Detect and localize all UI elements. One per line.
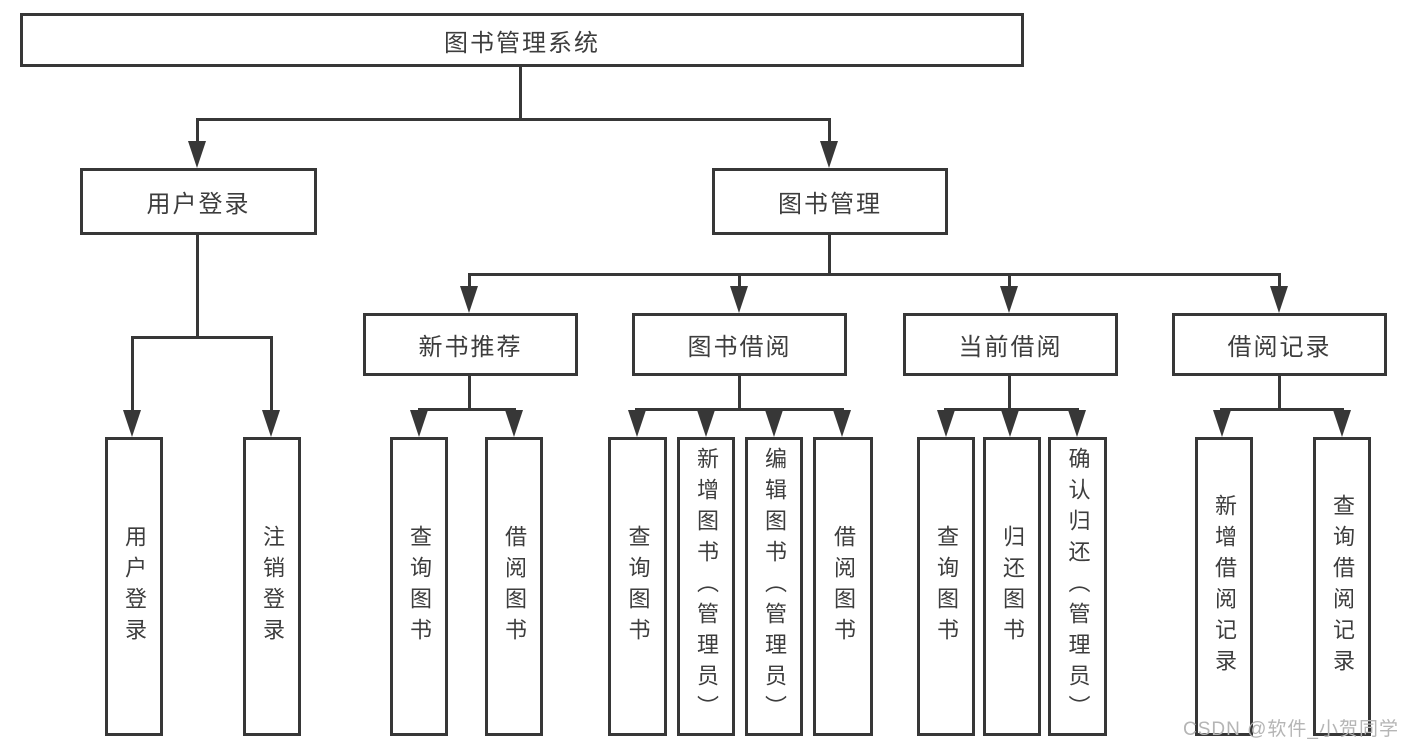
connector-line bbox=[1008, 376, 1011, 410]
leaf-user-login-label: 用户登录 bbox=[122, 524, 147, 649]
leaf-cb-query-book: 查询图书 bbox=[917, 437, 975, 736]
arrow-down-icon bbox=[1213, 410, 1231, 437]
arrow-down-icon bbox=[262, 410, 280, 437]
arrow-down-icon bbox=[628, 410, 646, 437]
arrow-down-icon bbox=[833, 410, 851, 437]
leaf-cb-return-book: 归还图书 bbox=[983, 437, 1041, 736]
connector-line bbox=[1008, 273, 1011, 289]
node-current-borrowing: 当前借阅 bbox=[903, 313, 1118, 376]
connector-line bbox=[828, 235, 831, 275]
leaf-nbr-query-book-label: 查询图书 bbox=[407, 524, 432, 649]
leaf-user-login: 用户登录 bbox=[105, 437, 163, 736]
node-root-label: 图书管理系统 bbox=[444, 29, 600, 57]
connector-line bbox=[131, 336, 134, 412]
arrow-down-icon bbox=[697, 410, 715, 437]
leaf-bb-add-book-admin-label: 新增图书（管理员） bbox=[694, 447, 719, 726]
leaf-bb-edit-book-admin-label: 编辑图书（管理员） bbox=[762, 447, 787, 726]
arrow-down-icon bbox=[1000, 286, 1018, 313]
node-book-borrowing-label: 图书借阅 bbox=[687, 334, 792, 361]
leaf-cb-query-book-label: 查询图书 bbox=[934, 524, 959, 649]
leaf-bb-add-book-admin: 新增图书（管理员） bbox=[677, 437, 735, 736]
connector-line bbox=[196, 118, 199, 144]
arrow-down-icon bbox=[1001, 410, 1019, 437]
connector-line bbox=[635, 408, 844, 411]
leaf-bb-borrow-book: 借阅图书 bbox=[813, 437, 873, 736]
arrow-down-icon bbox=[937, 410, 955, 437]
node-book-borrowing: 图书借阅 bbox=[632, 313, 847, 376]
connector-line bbox=[196, 118, 831, 121]
arrow-down-icon bbox=[820, 141, 838, 168]
leaf-cb-return-book-label: 归还图书 bbox=[1000, 524, 1025, 649]
leaf-nbr-borrow-book-label: 借阅图书 bbox=[502, 524, 527, 649]
leaf-br-add-borrow-record: 新增借阅记录 bbox=[1195, 437, 1253, 736]
csdn-watermark: CSDN @软件_小贺同学 bbox=[1183, 719, 1399, 740]
connector-line bbox=[738, 376, 741, 410]
node-user-login-label: 用户登录 bbox=[146, 191, 251, 218]
arrow-down-icon bbox=[410, 410, 428, 437]
leaf-br-query-borrow-record: 查询借阅记录 bbox=[1313, 437, 1371, 736]
arrow-down-icon bbox=[460, 286, 478, 313]
connector-line bbox=[468, 273, 471, 289]
leaf-nbr-borrow-book: 借阅图书 bbox=[485, 437, 543, 736]
node-book-management: 图书管理 bbox=[712, 168, 948, 235]
node-new-book-recommendation-label: 新书推荐 bbox=[418, 334, 523, 361]
connector-line bbox=[1278, 376, 1281, 410]
connector-line bbox=[738, 273, 741, 289]
node-borrowing-records-label: 借阅记录 bbox=[1227, 334, 1332, 361]
leaf-logout-label: 注销登录 bbox=[260, 524, 285, 649]
arrow-down-icon bbox=[765, 410, 783, 437]
node-user-login: 用户登录 bbox=[80, 168, 317, 235]
arrow-down-icon bbox=[1270, 286, 1288, 313]
node-root: 图书管理系统 bbox=[20, 13, 1024, 67]
leaf-logout: 注销登录 bbox=[243, 437, 301, 736]
node-new-book-recommendation: 新书推荐 bbox=[363, 313, 578, 376]
connector-line bbox=[944, 408, 1079, 411]
arrow-down-icon bbox=[1333, 410, 1351, 437]
connector-line bbox=[270, 336, 273, 412]
connector-line bbox=[196, 235, 199, 338]
connector-line bbox=[468, 273, 1281, 276]
connector-line bbox=[418, 408, 516, 411]
leaf-nbr-query-book: 查询图书 bbox=[390, 437, 448, 736]
leaf-bb-borrow-book-label: 借阅图书 bbox=[831, 524, 856, 649]
connector-line bbox=[828, 118, 831, 144]
arrow-down-icon bbox=[123, 410, 141, 437]
node-borrowing-records: 借阅记录 bbox=[1172, 313, 1387, 376]
connector-line bbox=[519, 67, 522, 120]
leaf-br-query-borrow-record-label: 查询借阅记录 bbox=[1330, 493, 1355, 680]
arrow-down-icon bbox=[188, 141, 206, 168]
leaf-br-add-borrow-record-label: 新增借阅记录 bbox=[1212, 493, 1237, 680]
leaf-bb-edit-book-admin: 编辑图书（管理员） bbox=[745, 437, 803, 736]
connector-line bbox=[131, 336, 273, 339]
leaf-cb-confirm-return-admin-label: 确认归还（管理员） bbox=[1065, 447, 1091, 726]
node-current-borrowing-label: 当前借阅 bbox=[958, 334, 1063, 361]
node-book-management-label: 图书管理 bbox=[778, 191, 882, 218]
arrow-down-icon bbox=[730, 286, 748, 313]
leaf-bb-query-book-label: 查询图书 bbox=[625, 524, 651, 649]
leaf-bb-query-book: 查询图书 bbox=[608, 437, 667, 736]
connector-line bbox=[1278, 273, 1281, 289]
connector-line bbox=[1220, 408, 1344, 411]
connector-line bbox=[468, 376, 471, 410]
leaf-cb-confirm-return-admin: 确认归还（管理员） bbox=[1048, 437, 1107, 736]
arrow-down-icon bbox=[1068, 410, 1086, 437]
arrow-down-icon bbox=[505, 410, 523, 437]
